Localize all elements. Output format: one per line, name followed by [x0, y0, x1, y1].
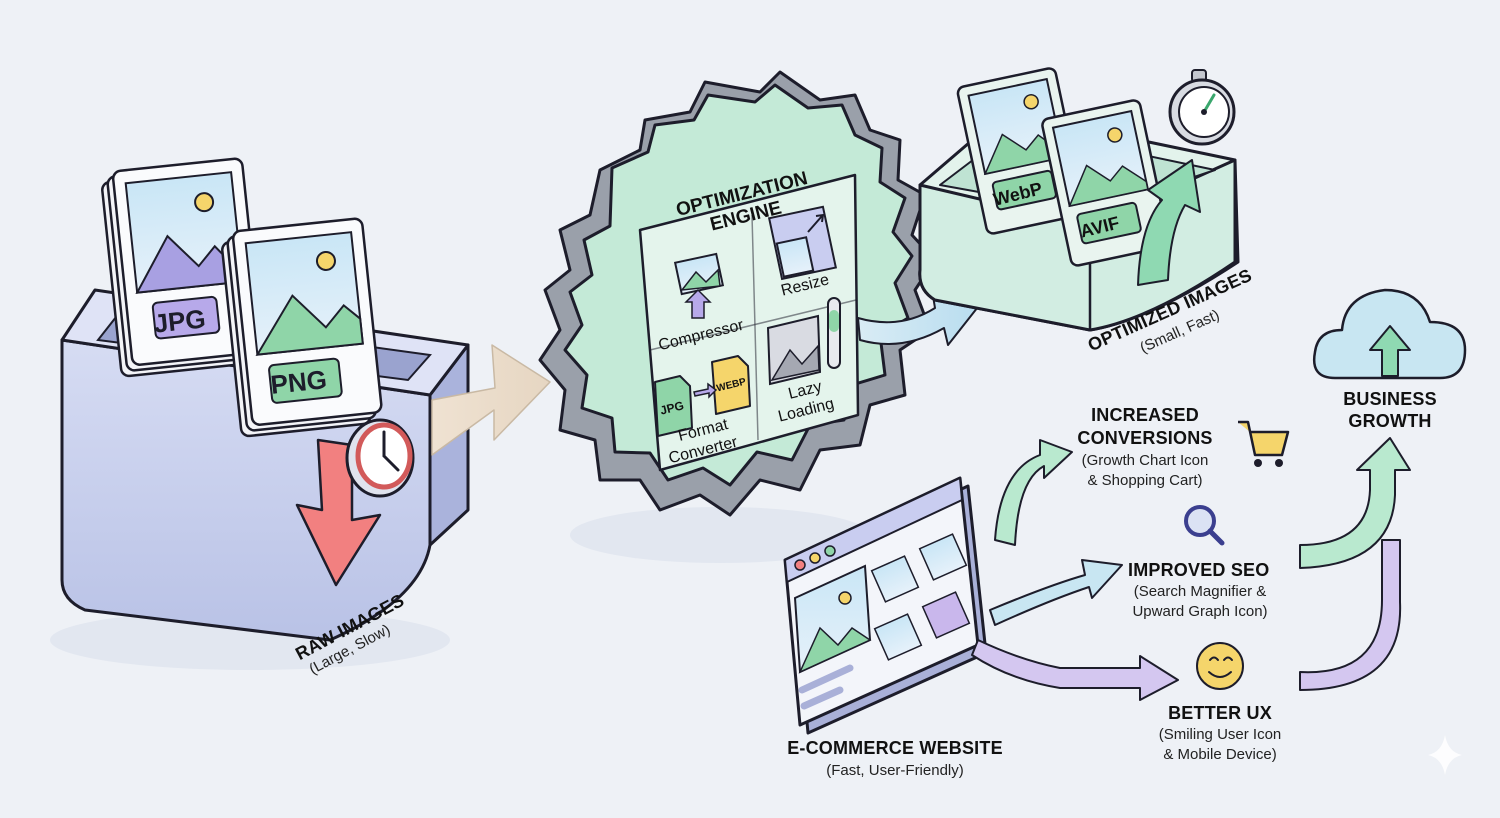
clock-icon — [345, 418, 415, 498]
seo-to-growth-arrow — [1299, 437, 1411, 569]
ux-title: BETTER UX — [1168, 703, 1272, 723]
business-growth-line2: GROWTH — [1348, 411, 1432, 431]
seo-desc-line2: Upward Graph Icon) — [1132, 603, 1268, 620]
lazy-loading-icon — [766, 297, 841, 386]
ecommerce-website-window — [783, 476, 988, 735]
stopwatch-icon — [1168, 69, 1236, 146]
jpg-image-stack — [101, 157, 263, 378]
arrow-to-seo — [989, 559, 1123, 626]
png-image-stack — [221, 217, 383, 438]
format-from-tag: JPG — [659, 398, 686, 417]
search-magnifier-icon — [1184, 505, 1225, 546]
cloud-upload-icon — [1312, 288, 1467, 380]
conversions-desc-line1: (Growth Chart Icon — [1081, 452, 1209, 469]
ux-desc-line1: (Smiling User Icon — [1158, 726, 1282, 743]
seo-title: IMPROVED SEO — [1128, 560, 1270, 580]
resize-icon — [767, 205, 838, 281]
conversions-title-line2: CONVERSIONS — [1077, 428, 1213, 448]
seo-desc-line1: (Search Magnifier & — [1133, 583, 1267, 600]
smiling-user-icon — [1196, 642, 1244, 690]
website-title: E-COMMERCE WEBSITE — [787, 738, 1003, 758]
compressor-icon — [673, 252, 725, 319]
arrow-to-conversions — [994, 439, 1073, 546]
jpg-tag-label: JPG — [152, 303, 207, 338]
optimization-engine-gear — [538, 70, 937, 563]
shopping-cart-icon — [1238, 420, 1290, 467]
fast-up-arrow — [1137, 159, 1201, 286]
conversions-desc-line2: & Shopping Cart) — [1087, 472, 1203, 489]
website-subtitle: (Fast, User-Friendly) — [826, 762, 964, 779]
avif-image-card — [1041, 99, 1171, 267]
business-growth-line1: BUSINESS — [1343, 389, 1437, 409]
ux-desc-line2: & Mobile Device) — [1163, 746, 1277, 763]
sparkle-icon — [1428, 735, 1462, 775]
png-tag-label: PNG — [269, 364, 328, 400]
ux-to-growth-arrow — [1299, 539, 1402, 691]
raw-to-engine-arrow — [431, 344, 551, 456]
format-converter-icon — [654, 355, 751, 437]
arrow-to-ux — [971, 639, 1179, 701]
conversions-title-line1: INCREASED — [1091, 405, 1199, 425]
